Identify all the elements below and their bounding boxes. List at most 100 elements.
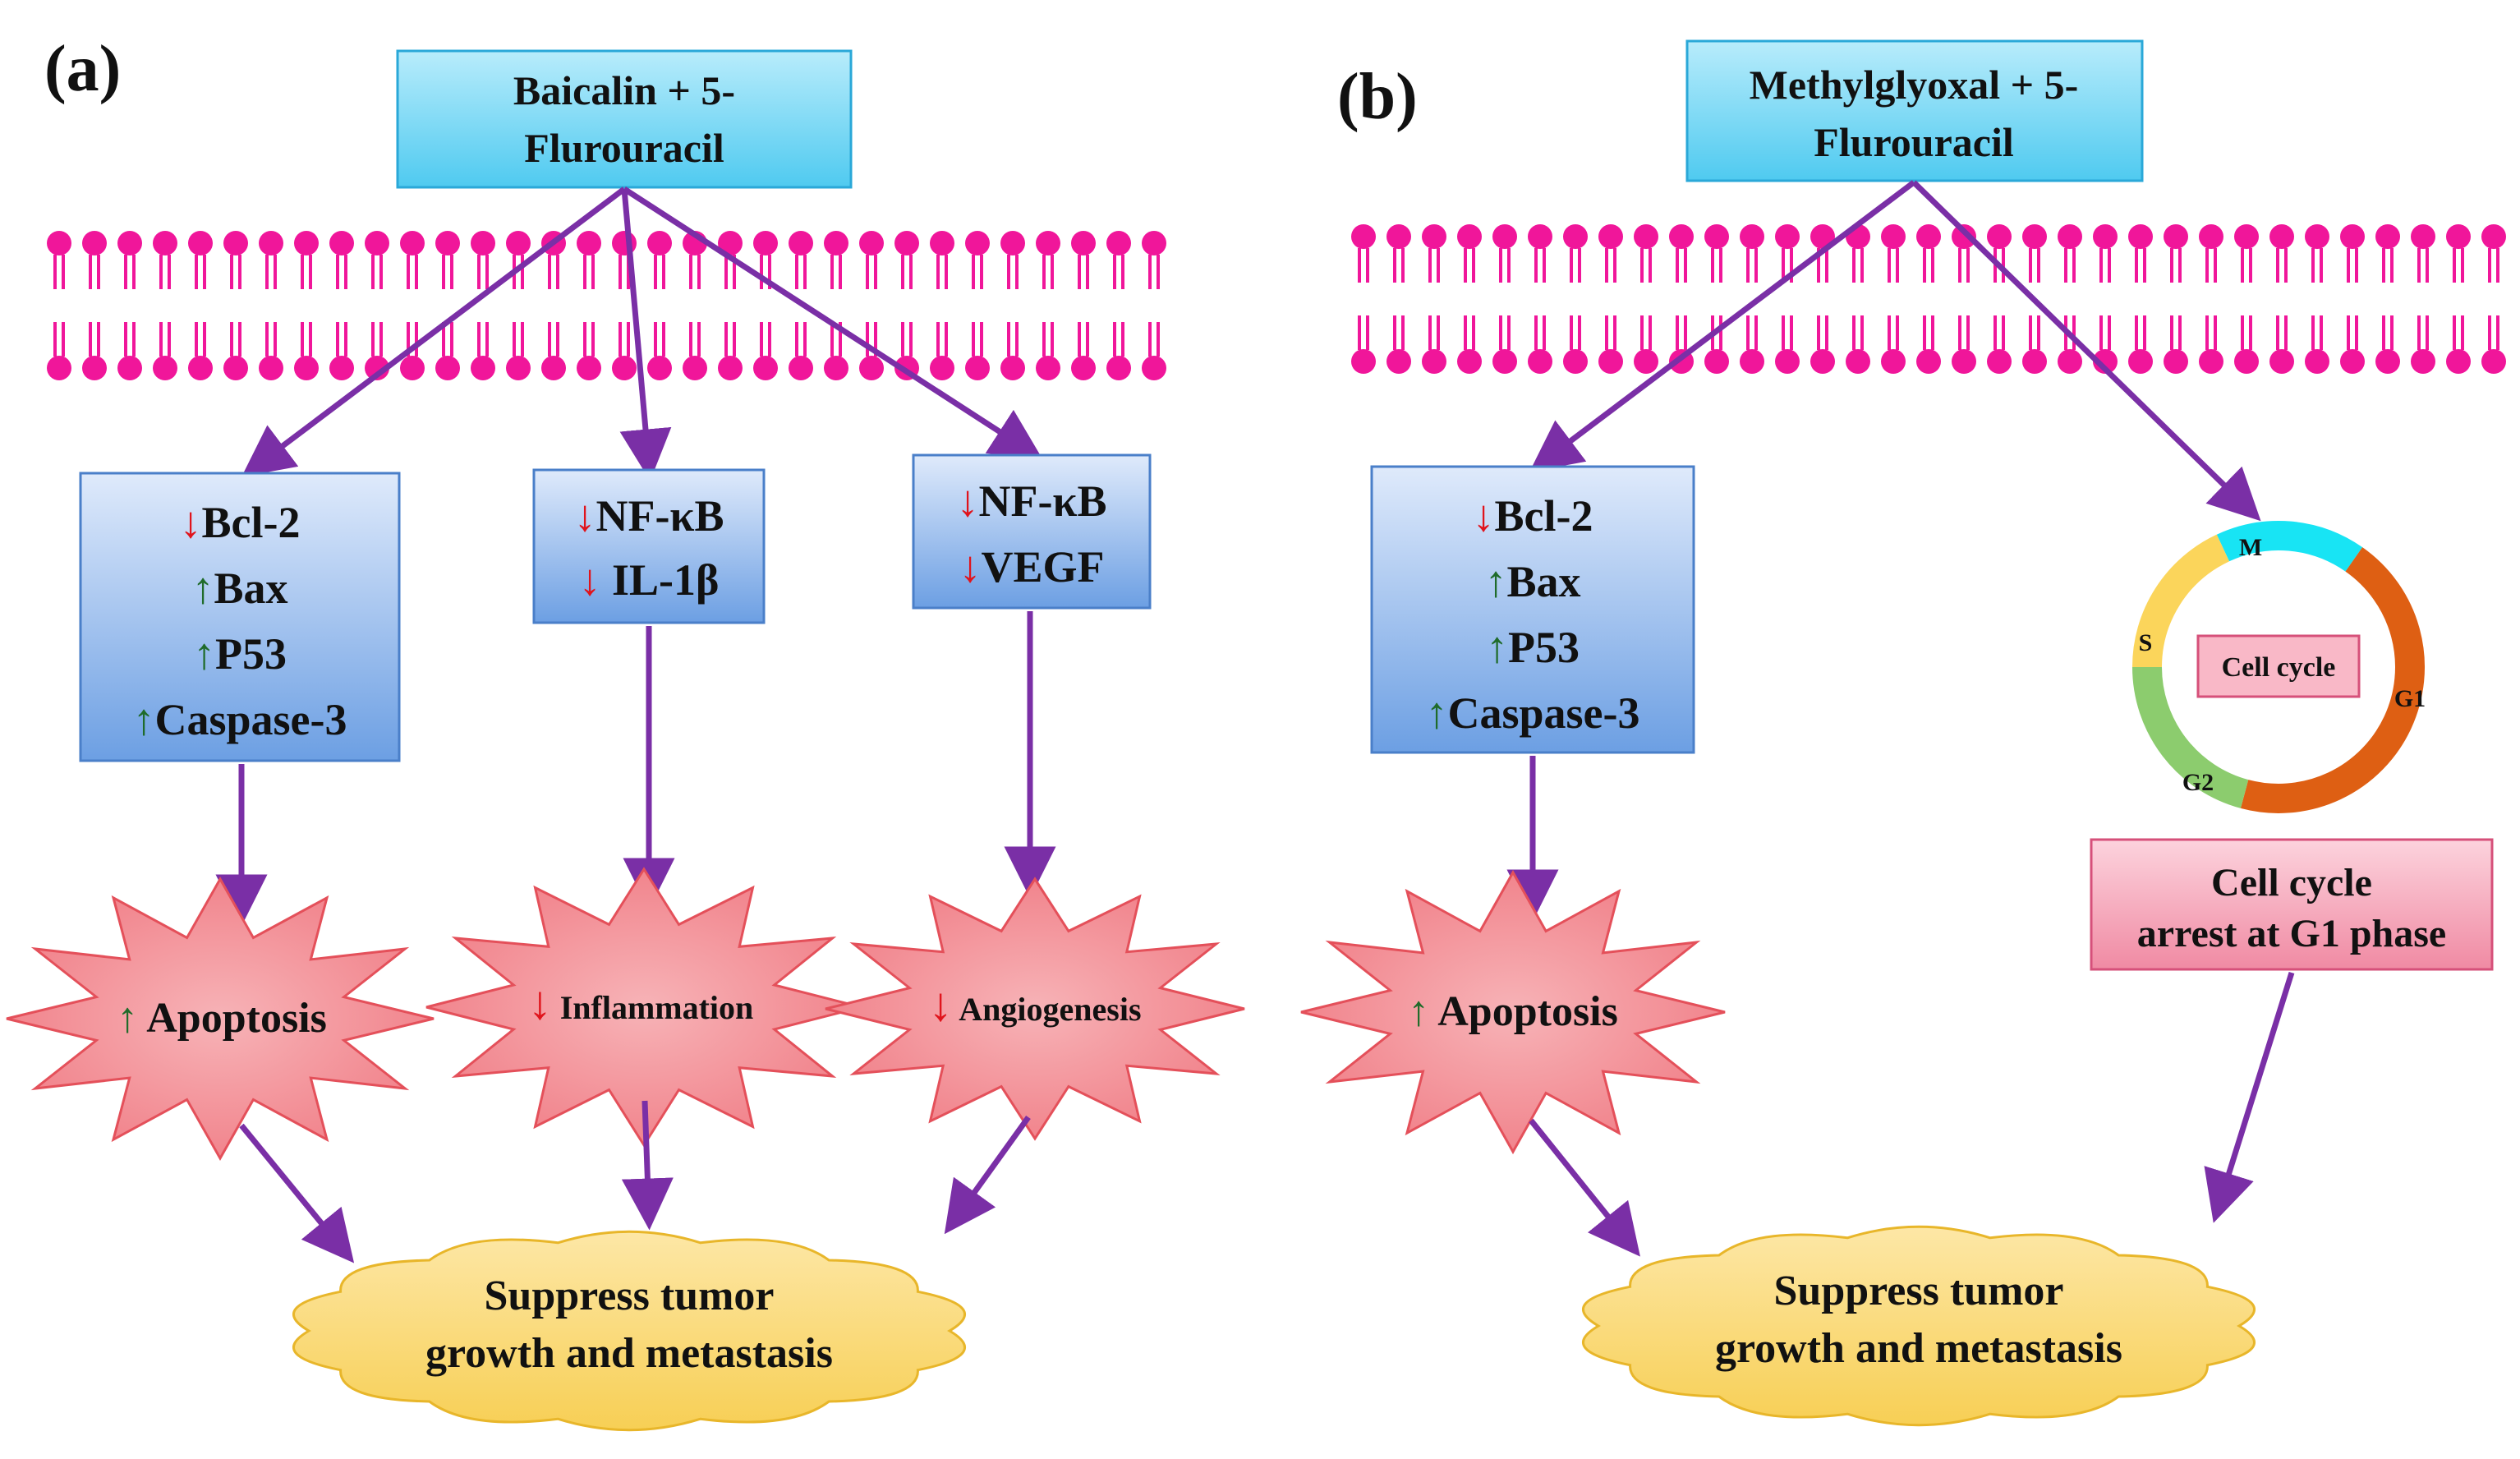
phase-label-m: M xyxy=(2239,534,2262,561)
box1-a-line-3: ↑P53 xyxy=(193,629,287,679)
starburst-apoptosis-b: ↑ Apoptosis xyxy=(1300,869,1726,1155)
box3-a-line-2: ↓VEGF xyxy=(959,542,1104,591)
drug-b-line-2: Flurouracil xyxy=(1814,119,2014,165)
cycle-arc-g1 xyxy=(2240,547,2425,813)
phospholipid xyxy=(1844,223,1872,375)
box1-b-line-2: ↑Bax xyxy=(1484,557,1580,606)
phospholipid xyxy=(363,229,391,382)
phospholipid xyxy=(1773,223,1801,375)
box3-a-line-1: ↓NF-κB xyxy=(957,476,1107,526)
phospholipid xyxy=(328,229,356,382)
phospholipid xyxy=(1105,229,1133,382)
phase-label-s: S xyxy=(2139,629,2153,656)
arrows-drug-a xyxy=(241,186,1043,481)
marker-box-apoptosis-a: ↓Bcl-2 ↑Bax ↑P53 ↑Caspase-3 xyxy=(79,472,401,762)
phospholipid xyxy=(151,229,179,382)
phospholipid xyxy=(2409,223,2437,375)
cloud-outcome-a: Suppress tumor growth and metastasis xyxy=(292,1230,967,1432)
phospholipid xyxy=(2338,223,2366,375)
phospholipid xyxy=(186,229,214,382)
arrow-arrest-to-cloud-b xyxy=(2204,971,2295,1223)
arrows-drug-b xyxy=(1529,180,2261,522)
phospholipid xyxy=(1069,229,1097,382)
cycle-arc-g2 xyxy=(2132,666,2249,808)
phospholipid xyxy=(928,229,956,382)
cloud-b-line-2: growth and metastasis xyxy=(1715,1325,2122,1372)
phospholipid xyxy=(540,229,568,382)
phase-label-g1: G1 xyxy=(2394,685,2426,712)
cycle-arc-m xyxy=(2216,521,2363,572)
phospholipid xyxy=(292,229,320,382)
starburst-angiogenesis-a: ↓ Angiogenesis xyxy=(825,877,1245,1141)
phospholipid xyxy=(999,229,1027,382)
phospholipid xyxy=(1526,223,1554,375)
cell-cycle-center-box xyxy=(2196,634,2361,698)
cloud-a-line-2: growth and metastasis xyxy=(425,1330,833,1377)
cell-cycle-diagram: Cell cycle M G1 G2 S xyxy=(2132,521,2426,813)
box1-b-line-3: ↑P53 xyxy=(1486,623,1580,672)
phospholipid xyxy=(2127,223,2154,375)
drug-a-line-1: Baicalin + 5- xyxy=(513,67,735,113)
cloud-outcome-b: Suppress tumor growth and metastasis xyxy=(1581,1225,2256,1427)
arrow-burst-to-cloud-b xyxy=(1529,1118,1640,1257)
box2-a-line-1: ↓NF-κB xyxy=(574,491,724,541)
phospholipid xyxy=(2056,223,2084,375)
phospholipid xyxy=(1455,223,1483,375)
box1-b-line-1: ↓Bcl-2 xyxy=(1473,491,1593,541)
phospholipid xyxy=(752,229,779,382)
phospholipid xyxy=(504,229,532,382)
phospholipid xyxy=(2162,223,2190,375)
phospholipid xyxy=(2233,223,2260,375)
arrows-box-to-burst-a xyxy=(215,611,1056,927)
box1-b-line-4: ↑Caspase-3 xyxy=(1425,688,1639,738)
phospholipid xyxy=(469,229,497,382)
cycle-arc-s xyxy=(2132,534,2230,668)
burst1-a-text: ↑ Apoptosis xyxy=(117,995,327,1042)
phospholipid xyxy=(2480,223,2508,375)
phospholipid xyxy=(646,229,674,382)
phospholipid xyxy=(434,229,462,382)
phospholipid xyxy=(257,229,285,382)
arrest-line-1: Cell cycle xyxy=(2211,861,2372,904)
drug-box-b: Methylglyoxal + 5- Flurouracil xyxy=(1685,39,2144,182)
phospholipid xyxy=(2091,223,2119,375)
marker-box-angiogenesis-a: ↓NF-κB ↓VEGF xyxy=(912,453,1152,610)
phospholipid xyxy=(1034,229,1062,382)
burst1-b-text: ↑ Apoptosis xyxy=(1408,988,1618,1035)
burst2-a-text: ↓ Inflammation xyxy=(528,976,754,1029)
cloud-b-line-1: Suppress tumor xyxy=(1773,1268,2063,1314)
cell-cycle-center-label: Cell cycle xyxy=(2222,652,2336,683)
drug-b-line-1: Methylglyoxal + 5- xyxy=(1750,62,2079,108)
cell-membrane-a xyxy=(45,229,1168,382)
panel-b-label: (b) xyxy=(1337,61,1418,133)
arrest-line-2: arrest at G1 phase xyxy=(2137,912,2446,955)
phospholipid xyxy=(1703,223,1731,375)
phospholipid xyxy=(963,229,991,382)
phospholipid xyxy=(1950,223,1978,375)
marker-box-apoptosis-b: ↓Bcl-2 ↑Bax ↑P53 ↑Caspase-3 xyxy=(1370,465,1695,754)
burst3-a-text: ↓ Angiogenesis xyxy=(928,978,1141,1031)
drug-a-line-2: Flurouracil xyxy=(524,125,724,171)
panel-a-label: (a) xyxy=(44,33,121,105)
phospholipid xyxy=(222,229,250,382)
cell-cycle-arrest-box: Cell cycle arrest at G1 phase xyxy=(2090,838,2494,971)
marker-box-inflammation-a: ↓NF-κB ↓ IL-1β xyxy=(532,468,766,624)
phospholipid xyxy=(45,229,73,382)
phospholipid xyxy=(681,229,709,382)
phospholipid xyxy=(575,229,603,382)
phospholipid xyxy=(80,229,108,382)
cloud-a-line-1: Suppress tumor xyxy=(484,1273,774,1319)
phospholipid xyxy=(858,229,885,382)
phospholipid xyxy=(2197,223,2225,375)
phospholipid xyxy=(1915,223,1943,375)
box1-a-line-4: ↑Caspase-3 xyxy=(132,695,347,744)
phospholipid xyxy=(1491,223,1519,375)
phospholipid xyxy=(1632,223,1660,375)
drug-box-a: Baicalin + 5- Flurouracil xyxy=(396,49,853,189)
phospholipid xyxy=(1561,223,1589,375)
phase-label-g2: G2 xyxy=(2182,769,2214,796)
phospholipid xyxy=(1985,223,2013,375)
phospholipid xyxy=(893,229,921,382)
starburst-inflammation-a: ↓ Inflammation xyxy=(425,867,862,1148)
box2-a-line-2: ↓ IL-1β xyxy=(579,555,720,605)
